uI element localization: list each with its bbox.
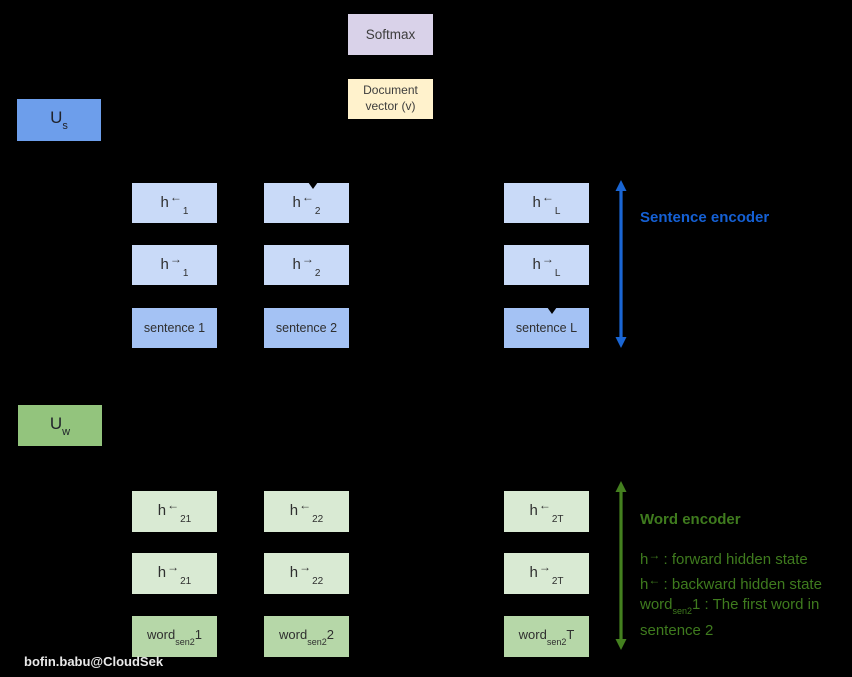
softmax-box: Softmax — [348, 14, 433, 55]
word-encoder-caption: Word encoder — [640, 511, 741, 528]
left-arrow-icon: ← — [648, 573, 660, 587]
left-arrow-icon: ← — [301, 189, 314, 204]
left-arrow-icon: ← — [541, 189, 554, 204]
word-encoder-span-arrow-icon — [615, 481, 627, 650]
right-arrow-icon: → — [538, 560, 551, 574]
h-forward-word-2T-box: h→2T — [504, 553, 589, 594]
arrowhead-artifact — [308, 182, 319, 189]
legend: h→ : forward hidden state h← : backward … — [640, 545, 822, 641]
h-backward-word-22-box: h←22 — [264, 491, 349, 532]
watermark: bofin.babu@CloudSek — [24, 654, 164, 669]
document-vector-box: Document vector (v) — [348, 79, 433, 119]
left-arrow-icon: ← — [299, 498, 311, 512]
h-backward-word-2T-box: h←2T — [504, 491, 589, 532]
left-arrow-icon: ← — [538, 498, 551, 512]
sentence-encoder-caption: Sentence encoder — [640, 209, 770, 226]
word-sen2-1-input-box: wordsen21 — [132, 616, 217, 657]
right-arrow-icon: → — [167, 560, 179, 574]
right-arrow-icon: → — [299, 560, 311, 574]
word-sen2-2-input-box: wordsen22 — [264, 616, 349, 657]
softmax-label: Softmax — [365, 27, 416, 42]
right-arrow-icon: → — [541, 251, 554, 266]
word-attention-weight-label: Uw — [49, 413, 71, 438]
sentence-attention-weight-box: Us — [17, 99, 101, 141]
right-arrow-icon: → — [648, 548, 660, 562]
sentence-encoder-span-arrow-icon — [615, 180, 627, 348]
sentence-attention-weight-label: Us — [50, 108, 68, 132]
document-vector-label: Document vector (v) — [363, 83, 418, 113]
sentence-L-input-box: sentence L — [504, 307, 589, 348]
right-arrow-icon: → — [169, 251, 182, 266]
arrowhead-artifact — [546, 307, 557, 314]
h-forward-sentence-L-box: h→L — [504, 245, 589, 285]
legend-word-notation-line1: wordsen21 : The first word in — [640, 596, 820, 616]
h-backward-sentence-2-box: h←2 — [264, 182, 349, 223]
legend-backward-hidden-state: h← : backward hidden state — [640, 573, 822, 593]
left-arrow-icon: ← — [167, 498, 179, 512]
h-forward-sentence-2-box: h→2 — [264, 245, 349, 285]
left-arrow-icon: ← — [169, 189, 182, 204]
h-forward-word-22-box: h→22 — [264, 553, 349, 594]
right-arrow-icon: → — [301, 251, 314, 266]
word-attention-weight-box: Uw — [18, 405, 102, 446]
sentence-1-input-box: sentence 1 — [132, 308, 217, 348]
h-forward-sentence-1-box: h→1 — [132, 245, 217, 285]
legend-forward-hidden-state: h→ : forward hidden state — [640, 548, 808, 568]
h-backward-word-21-box: h←21 — [132, 491, 217, 532]
sentence-2-input-box: sentence 2 — [264, 308, 349, 348]
legend-word-notation-line2: sentence 2 — [640, 622, 714, 639]
h-forward-word-21-box: h→21 — [132, 553, 217, 594]
h-backward-sentence-1-box: h←1 — [132, 183, 217, 223]
word-sen2-T-input-box: wordsen2T — [504, 616, 589, 657]
h-backward-sentence-L-box: h←L — [504, 183, 589, 223]
